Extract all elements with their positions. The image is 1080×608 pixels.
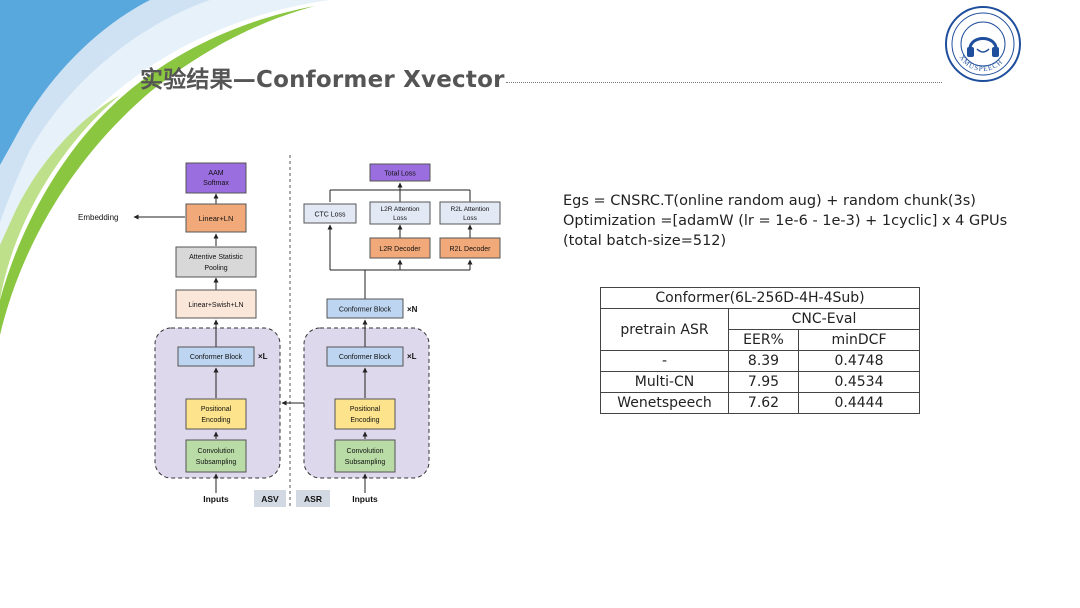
aam-softmax-block bbox=[185, 162, 247, 194]
r2l-decoder-label: R2L Decoder bbox=[450, 246, 492, 253]
decorative-swoosh bbox=[0, 0, 330, 335]
asv-positional-block bbox=[185, 398, 247, 430]
optimization-note: Optimization =[adamW (lr = 1e-6 - 1e-3) … bbox=[563, 213, 1008, 229]
batch-note: (total batch-size=512) bbox=[563, 233, 727, 249]
linear-swish-block bbox=[175, 289, 257, 319]
r2l-loss-block bbox=[439, 201, 501, 225]
egs-note: Egs = CNSRC.T(online random aug) + rando… bbox=[563, 193, 976, 209]
asr-conformer-block bbox=[326, 346, 404, 367]
cell-pretrain: Wenetspeech bbox=[600, 392, 729, 414]
table-title: Conformer(6L-256D-4H-4Sub) bbox=[600, 287, 920, 309]
total-loss-block bbox=[369, 163, 431, 182]
table-row: - 8.39 0.4748 bbox=[600, 350, 920, 372]
cell-eer: 7.62 bbox=[728, 392, 799, 414]
architecture-diagram: AAM Softmax Linear+LN Embedding Attentiv… bbox=[78, 155, 501, 508]
asv-conformer-label: Conformer Block bbox=[190, 354, 243, 361]
asr-conformer-label: Conformer Block bbox=[339, 354, 392, 361]
aam-label-2: Softmax bbox=[203, 180, 229, 187]
asv-positional-label-1: Positional bbox=[201, 406, 232, 413]
l2r-loss-label-2: Loss bbox=[393, 215, 407, 222]
r2l-loss-label-2: Loss bbox=[463, 215, 477, 222]
l2r-loss-block bbox=[369, 201, 431, 225]
asr-tag-label: ASR bbox=[304, 494, 322, 504]
university-logo: XMUSPEECH bbox=[945, 6, 1021, 82]
headphones-icon bbox=[967, 37, 999, 57]
linear-swish-label: Linear+Swish+LN bbox=[188, 302, 243, 309]
asv-conformer-mult: ×L bbox=[258, 352, 268, 361]
r2l-decoder-block bbox=[439, 237, 501, 259]
asr-positional-label-1: Positional bbox=[350, 406, 381, 413]
ctc-loss-label: CTC Loss bbox=[314, 212, 346, 219]
asv-tag bbox=[254, 490, 286, 507]
cell-mindcf: 0.4748 bbox=[798, 350, 920, 372]
linear-ln-block bbox=[185, 203, 247, 233]
asr-conformer-top-label: Conformer Block bbox=[339, 307, 392, 314]
pooling-block bbox=[175, 246, 257, 278]
cell-mindcf: 0.4444 bbox=[798, 392, 920, 414]
ctc-loss-block bbox=[303, 203, 357, 224]
asr-conv-label-1: Convolution bbox=[347, 448, 384, 455]
l2r-decoder-block bbox=[369, 237, 431, 259]
asr-conformer-mult: ×L bbox=[407, 352, 417, 361]
cell-mindcf: 0.4534 bbox=[798, 371, 920, 393]
asv-conv-label-2: Subsampling bbox=[196, 459, 237, 466]
results-table: Conformer(6L-256D-4H-4Sub) pretrain ASR … bbox=[600, 287, 920, 414]
col-mindcf-header: minDCF bbox=[798, 329, 920, 351]
title-divider bbox=[506, 82, 942, 83]
cell-eer: 8.39 bbox=[728, 350, 799, 372]
asr-conv-block bbox=[334, 439, 396, 473]
experiment-notes: Egs = CNSRC.T(online random aug) + rando… bbox=[563, 191, 1007, 251]
asr-positional-block bbox=[334, 398, 396, 430]
table-group-header: CNC-Eval bbox=[728, 308, 920, 330]
cell-eer: 7.95 bbox=[728, 371, 799, 393]
cell-pretrain: - bbox=[600, 350, 729, 372]
asr-inputs-label: Inputs bbox=[352, 494, 378, 504]
cell-pretrain: Multi-CN bbox=[600, 371, 729, 393]
table-row: Wenetspeech 7.62 0.4444 bbox=[600, 392, 920, 414]
asv-tag-label: ASV bbox=[261, 494, 279, 504]
col-eer-header: EER% bbox=[728, 329, 799, 351]
total-loss-label: Total Loss bbox=[384, 171, 416, 178]
slide-title: 实验结果—Conformer Xvector bbox=[140, 67, 505, 93]
l2r-loss-label-1: L2R Attention bbox=[380, 206, 419, 213]
table-row-header: pretrain ASR bbox=[600, 308, 729, 351]
asr-conformer-top-block bbox=[326, 298, 404, 319]
l2r-decoder-label: L2R Decoder bbox=[379, 246, 421, 253]
pooling-label-2: Pooling bbox=[204, 265, 227, 272]
r2l-loss-label-1: R2L Attention bbox=[451, 206, 490, 213]
asr-conformer-top-mult: ×N bbox=[407, 305, 418, 314]
asr-positional-label-2: Encoding bbox=[350, 417, 379, 424]
asv-inputs-label: Inputs bbox=[203, 494, 229, 504]
asv-conv-block bbox=[185, 439, 247, 473]
table-row: Multi-CN 7.95 0.4534 bbox=[600, 371, 920, 393]
linear-ln-label: Linear+LN bbox=[199, 214, 234, 223]
aam-label-1: AAM bbox=[208, 170, 223, 177]
asv-conformer-block bbox=[177, 346, 255, 367]
pooling-label-1: Attentive Statistic bbox=[189, 254, 243, 261]
asv-conv-label-1: Convolution bbox=[198, 448, 235, 455]
asr-tag bbox=[296, 490, 330, 507]
asv-positional-label-2: Encoding bbox=[201, 417, 230, 424]
embedding-label: Embedding bbox=[78, 213, 118, 222]
asr-conv-label-2: Subsampling bbox=[345, 459, 386, 466]
